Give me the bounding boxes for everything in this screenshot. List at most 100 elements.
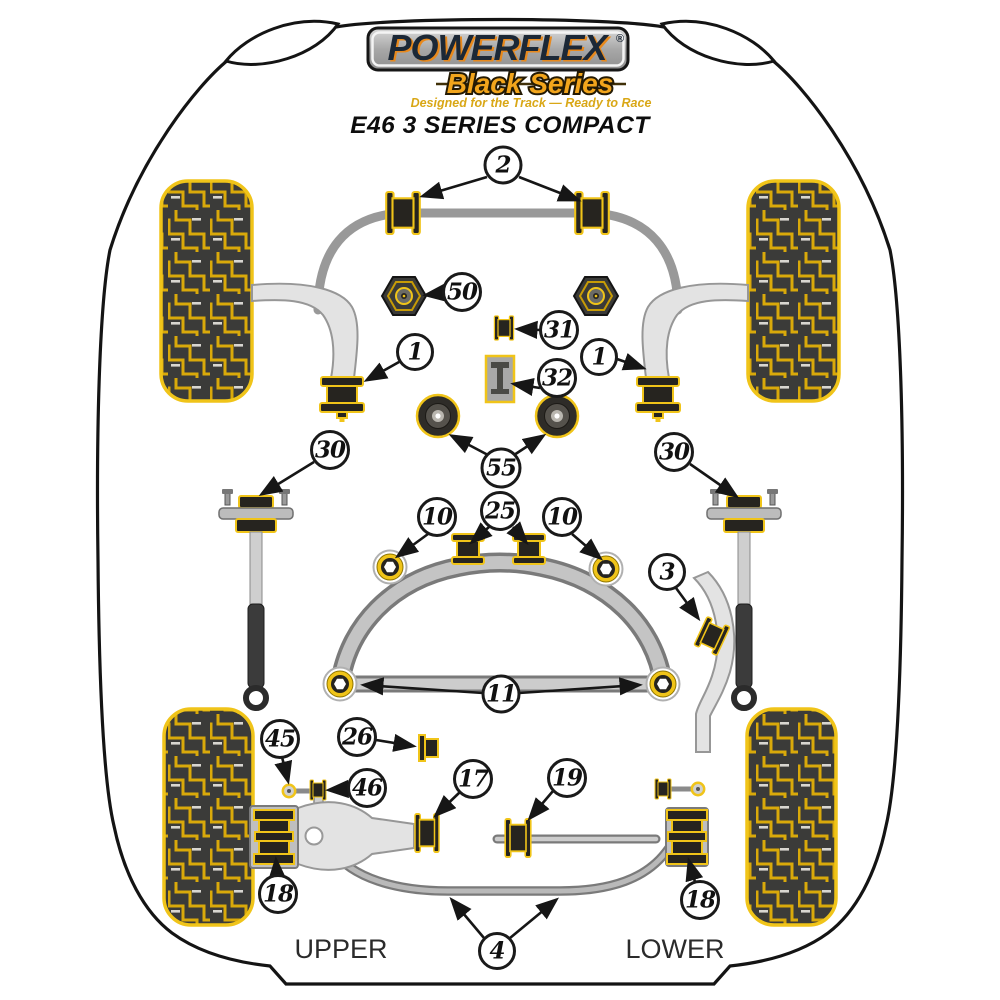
svg-text:18: 18: [263, 881, 294, 908]
front-anti-roll-bar: [313, 208, 683, 315]
rear-shock-left: [219, 489, 293, 708]
tire-rear-right: [745, 707, 838, 927]
shock-top-mount-left: [415, 393, 461, 439]
arrow-2-left: [419, 175, 488, 200]
callout-26: 26: [337, 717, 377, 757]
svg-text:17: 17: [458, 766, 489, 793]
arrow-11-right: [518, 677, 643, 696]
arrow-25-left: [469, 522, 493, 545]
callout-18-left: 18: [258, 874, 298, 914]
svg-text:30: 30: [659, 439, 690, 466]
arrow-55-left: [448, 434, 489, 457]
svg-text:30: 30: [315, 437, 346, 464]
front-arm-rear-bush-right: [635, 376, 681, 423]
svg-text:45: 45: [265, 726, 295, 753]
callout-19: 19: [547, 758, 587, 798]
arrow-10-right: [571, 533, 603, 561]
front-arm-rear-bush-left: [319, 376, 365, 423]
svg-text:1: 1: [591, 344, 606, 371]
callout-18-right: 18: [680, 880, 720, 920]
subframe-bush-front-right: [588, 551, 624, 587]
arrow-31: [514, 320, 541, 339]
callout-32: 32: [537, 358, 577, 398]
drop-link-bush: [654, 778, 672, 800]
callout-25: 25: [480, 491, 520, 531]
arrow-55-right: [513, 433, 547, 457]
svg-text:4: 4: [489, 938, 504, 965]
arrow-32: [510, 377, 541, 396]
diff-mount-bush-left: [451, 533, 485, 565]
bush-46: [309, 779, 327, 801]
shock-top-mount-right: [534, 393, 580, 439]
arrow-18-right: [685, 857, 704, 883]
arrow-17: [433, 791, 461, 818]
arrow-19: [527, 790, 554, 821]
callout-2: 2: [483, 145, 523, 185]
callout-4: 4: [478, 932, 516, 970]
right-mirror: [659, 19, 777, 66]
arrow-10-left: [394, 532, 429, 559]
arrow-26: [375, 733, 417, 752]
callout-1-left: 1: [396, 333, 434, 371]
bush-18-left: [253, 809, 295, 865]
tire-front-left: [159, 179, 254, 403]
tire-front-right: [746, 179, 841, 403]
arrow-4-left: [449, 897, 485, 939]
callout-45: 45: [260, 719, 300, 759]
handbrake-arm: [692, 570, 736, 753]
logo-plate-highlight: [371, 31, 625, 67]
arrow-4-right: [509, 897, 560, 940]
svg-text:10: 10: [547, 504, 578, 531]
label-lower: LOWER: [625, 934, 724, 964]
link-eyelet-45: [281, 783, 297, 799]
svg-text:26: 26: [341, 724, 373, 751]
diff-mount-bush-right: [512, 533, 546, 565]
svg-text:25: 25: [484, 498, 515, 525]
svg-text:10: 10: [422, 504, 453, 531]
callout-30-left: 30: [310, 430, 350, 470]
subframe-bush-rear-right: [645, 666, 681, 702]
svg-text:19: 19: [552, 765, 583, 792]
callout-10-right: 10: [542, 497, 582, 537]
arrow-11-left: [360, 677, 484, 696]
arrow-18-left: [268, 856, 287, 881]
subframe-bush-rear-left: [322, 666, 358, 702]
brand-text: POWERFLEX: [387, 27, 609, 68]
subframe-bush-front-left: [372, 549, 408, 585]
callout-50: 50: [442, 272, 482, 312]
bush-18-right: [666, 809, 708, 865]
svg-text:46: 46: [352, 775, 383, 802]
arrow-30-right: [689, 462, 740, 499]
registered-mark: ®: [616, 33, 624, 45]
drop-link-right: [654, 778, 706, 800]
car-body-outline: [95, 17, 905, 986]
bush-32: [484, 354, 516, 404]
bush-17: [414, 813, 440, 853]
svg-text:18: 18: [685, 887, 716, 914]
bush-26: [418, 734, 439, 762]
svg-text:55: 55: [486, 455, 516, 482]
callout-1-right: 1: [580, 338, 618, 376]
brand-text-shadow: POWERFLEX: [389, 29, 611, 70]
hex-nut-left: [381, 276, 427, 316]
left-mirror: [223, 19, 341, 66]
svg-text:31: 31: [544, 317, 574, 344]
link-45-46: [281, 779, 327, 801]
callout-11: 11: [481, 674, 521, 714]
callout-3: 3: [648, 553, 686, 591]
svg-text:11: 11: [486, 681, 516, 708]
arrow-1-left: [363, 360, 400, 382]
front-arb-bush-right: [574, 190, 610, 236]
trailing-arm-hole: [304, 826, 324, 846]
arrow-3: [674, 587, 701, 622]
callout-31: 31: [539, 310, 579, 350]
arrow-2-right: [518, 175, 582, 202]
tire-rear-left: [162, 707, 255, 927]
label-upper: UPPER: [294, 934, 387, 964]
svg-text:1: 1: [407, 339, 422, 366]
callout-46: 46: [347, 768, 387, 808]
svg-text:3: 3: [659, 559, 675, 586]
svg-text:50: 50: [447, 279, 478, 306]
tagline-text: Designed for the Track — Ready to Race: [411, 96, 652, 110]
